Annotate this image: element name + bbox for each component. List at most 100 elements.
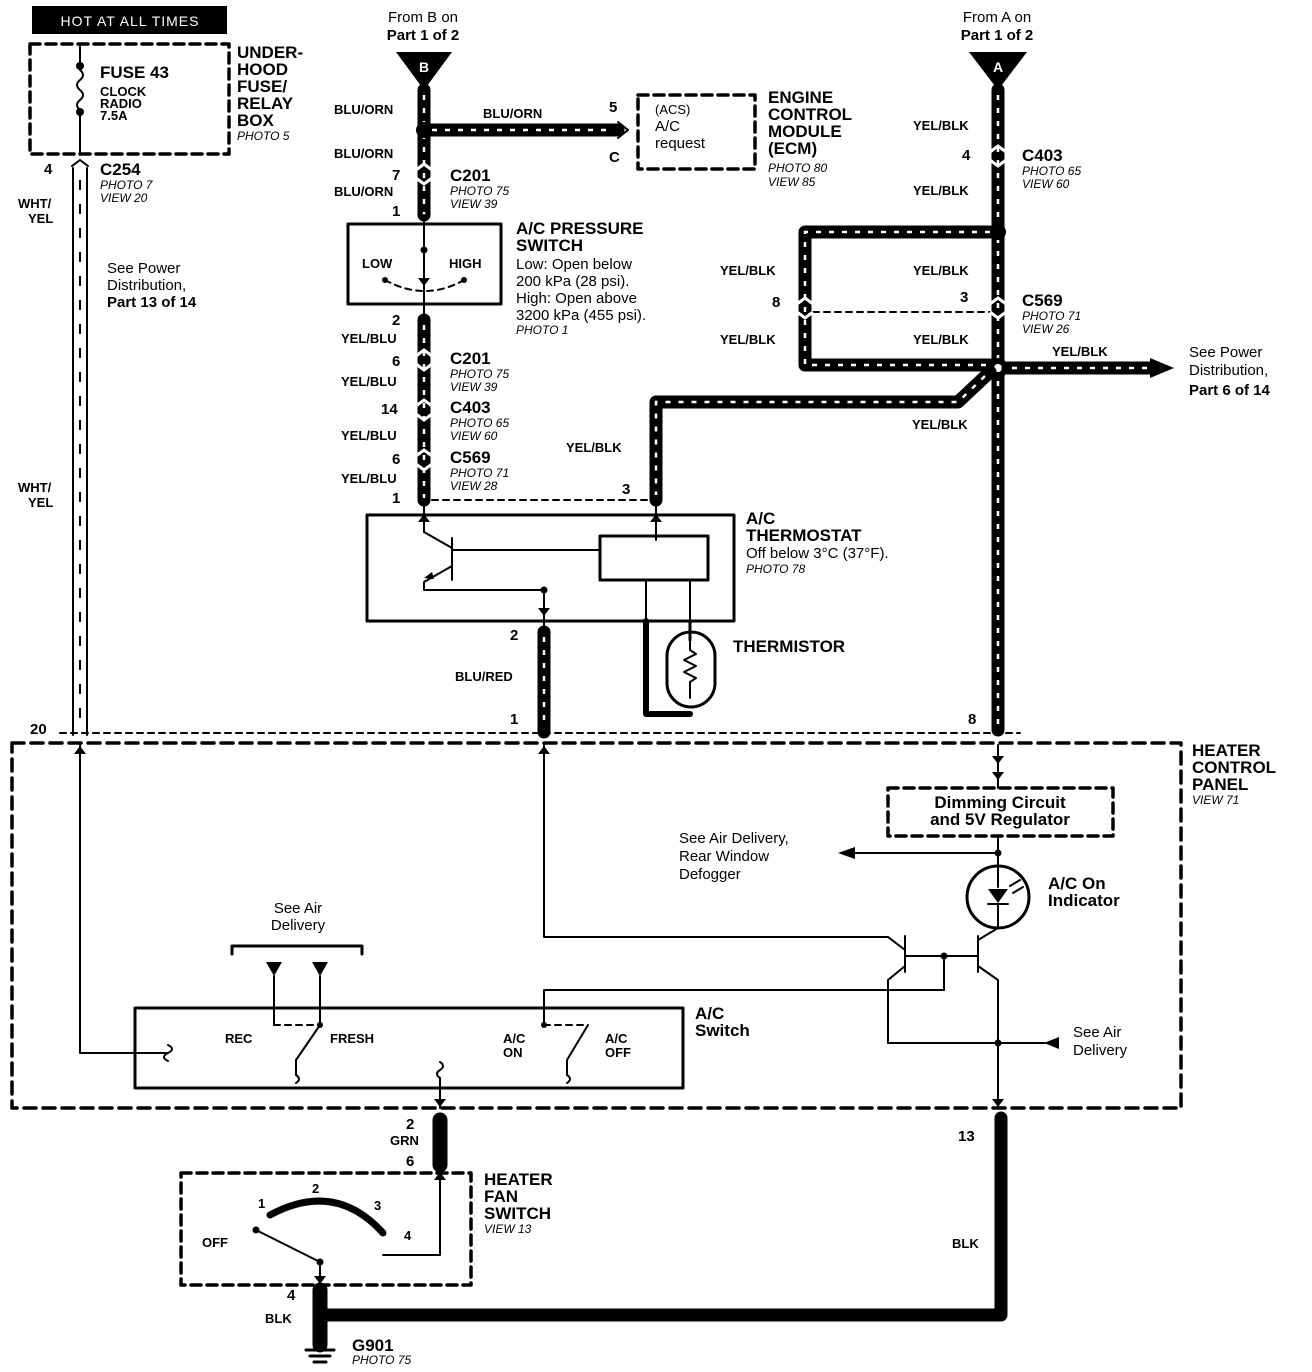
from-a-letter: A (993, 59, 1003, 75)
blk-label-left: BLK (265, 1311, 292, 1326)
ecm-view: VIEW 85 (768, 175, 816, 189)
fuse-box-name-1: UNDER- (237, 43, 303, 62)
c569-right-name: C569 (1022, 291, 1063, 310)
yel-blu-label-4: YEL/BLU (341, 471, 397, 486)
panel-pin-2-contact-icon (436, 1061, 444, 1079)
pressure-switch-name-2: SWITCH (516, 236, 583, 255)
yel-blk-label-6: YEL/BLK (913, 332, 969, 347)
heater-fan-switch-box (179, 1171, 473, 1287)
fuse-element-icon (76, 69, 84, 111)
ac-switch-name-1: A/C (695, 1004, 724, 1023)
ac-off-label-2: OFF (605, 1045, 631, 1060)
c403-mid-name: C403 (450, 398, 491, 417)
fuse-box-outline (28, 42, 231, 156)
hot-label-box (32, 6, 227, 34)
ecm-name-3: MODULE (768, 122, 842, 141)
see-air-bracket (230, 944, 364, 956)
fan-switch-blade-icon (255, 1229, 321, 1263)
from-b-line1: From B on (388, 9, 458, 26)
c403-mid-pin: 14 (381, 401, 398, 418)
yel-blu-label-3: YEL/BLU (341, 428, 397, 443)
c201-mid-view: VIEW 39 (450, 380, 498, 394)
ac-switch-ground-icon (566, 1059, 571, 1084)
fan-switch-wire-4 (382, 1169, 441, 1256)
panel-wire-1 (543, 744, 906, 951)
ecm-name-1: ENGINE (768, 88, 833, 107)
yel-blk-label-5: YEL/BLK (720, 332, 776, 347)
c254-connector-icon (71, 159, 89, 167)
c201-top-photo: PHOTO 75 (450, 184, 509, 198)
fuse-terminal-top (76, 62, 84, 70)
ac-on-wire (543, 989, 889, 1026)
fuse-box-name-4: RELAY (237, 94, 294, 113)
blu-orn-label-2: BLU/ORN (334, 146, 393, 161)
ecm-acs: (ACS) (655, 102, 690, 117)
power-dist-right-3: Part 6 of 14 (1189, 382, 1271, 399)
yel-blk-label-8: YEL/BLK (912, 417, 968, 432)
panel-arrow-13-icon (992, 1099, 1004, 1107)
c569-mid-photo: PHOTO 71 (450, 466, 509, 480)
c569-mid-pin: 6 (392, 451, 400, 468)
heater-control-panel-outline (10, 741, 1183, 1110)
thermostat-pin-2: 2 (510, 627, 518, 644)
see-air-defogger-3: Defogger (679, 866, 741, 883)
panel-arrow-1-icon (538, 746, 550, 754)
thermostat-transistor-arrow-icon (424, 572, 434, 579)
blu-red-label: BLU/RED (455, 669, 513, 684)
see-air-defogger-1: See Air Delivery, (679, 830, 789, 847)
c403-mid-view: VIEW 60 (450, 429, 498, 443)
thermistor-label: THERMISTOR (733, 637, 845, 656)
rec-fresh-ground-icon (295, 1059, 300, 1084)
thermostat-name-2: THERMOSTAT (746, 526, 862, 545)
wht-yel-label-1b: YEL (28, 211, 53, 226)
yel-blu-label-2: YEL/BLU (341, 374, 397, 389)
see-air-arrow-fresh-icon (312, 962, 328, 976)
power-dist-arrow-icon (1150, 358, 1174, 378)
thermostat-pin-1: 1 (392, 490, 400, 507)
led-rays-icon (1009, 879, 1024, 894)
fan-switch-down-arrow-icon (314, 1276, 326, 1284)
c403-right-pin: 4 (962, 147, 971, 164)
rec-label: REC (225, 1031, 253, 1046)
pressure-low-desc-2: 200 kPa (28 psi). (516, 273, 629, 290)
thermostat-transistor-icon (423, 531, 545, 591)
c201-top-pin-b: 1 (392, 203, 400, 220)
ac-switch-blade-icon (566, 1024, 589, 1061)
power-dist-left-1: See Power (107, 260, 180, 277)
see-air-top-1: See Air (274, 900, 322, 917)
yel-blk-loop-wire (798, 225, 1005, 372)
c403-right-photo: PHOTO 65 (1022, 164, 1081, 178)
blu-orn-label-1: BLU/ORN (334, 102, 393, 117)
see-air-defogger-2: Rear Window (679, 848, 769, 865)
panel-arrow-8a-icon (992, 756, 1004, 764)
ecm-box-outline (636, 93, 757, 171)
c403-right-connector-icon (989, 144, 1007, 168)
c201-top-view: VIEW 39 (450, 197, 498, 211)
panel-pin-13: 13 (958, 1128, 975, 1145)
c569-right-connector-icon-b (989, 296, 1007, 320)
ecm-name-4: (ECM) (768, 139, 817, 158)
thermostat-pin-3: 3 (622, 481, 630, 498)
fan-off-label: OFF (202, 1235, 228, 1250)
yel-blk-thermostat-wire-stripe (654, 375, 986, 495)
ac-switch-box (133, 1006, 685, 1090)
panel-pin-2: 2 (406, 1116, 414, 1133)
blk-ground-wire (313, 1111, 1008, 1322)
c254-view: VIEW 20 (100, 191, 148, 205)
c569-right-connector-icon-a (796, 296, 814, 320)
ground-icon (304, 1348, 336, 1364)
fan-switch-view: VIEW 13 (484, 1222, 532, 1236)
fuse-box-photo: PHOTO 5 (237, 129, 290, 143)
thermostat-arrow-2-icon (538, 608, 550, 616)
ecm-request-2: request (655, 135, 706, 152)
from-a-triangle-icon (969, 52, 1027, 90)
wht-yel-label-2a: WHT/ (18, 480, 52, 495)
pressure-high-desc-2: 3200 kPa (455 psi). (516, 307, 646, 324)
ecm-photo: PHOTO 80 (768, 161, 827, 175)
heater-panel-view: VIEW 71 (1192, 793, 1239, 807)
blu-orn-ecm-label: BLU/ORN (483, 106, 542, 121)
ac-off-label-1: A/C (605, 1031, 628, 1046)
g901-name: G901 (352, 1336, 394, 1355)
pressure-switch-arrow-icon (418, 278, 430, 286)
power-dist-left-2: Distribution, (107, 277, 186, 294)
